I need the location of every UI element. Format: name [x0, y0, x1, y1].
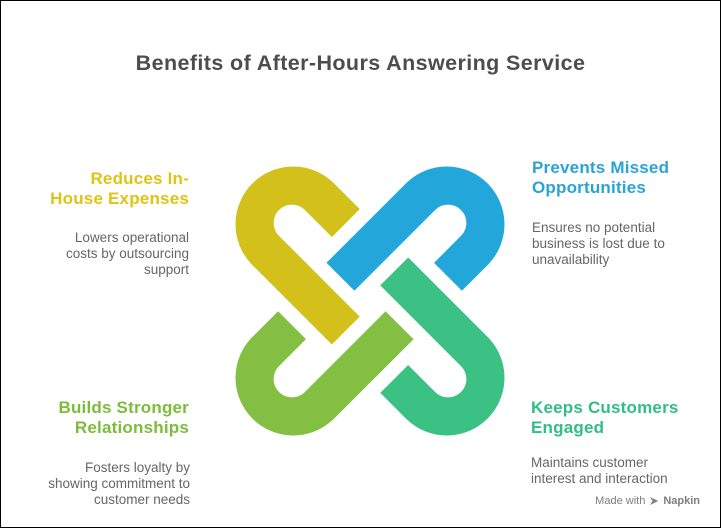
benefit-top-left-description-block: Lowers operational costs by outsourcing … — [66, 194, 189, 314]
benefit-heading-builds-relationships: Builds Stronger Relationships — [58, 398, 189, 437]
made-with-napkin-badge[interactable]: Made with Napkin — [595, 495, 700, 507]
benefit-heading-prevents-missed: Prevents Missed Opportunities — [532, 158, 670, 197]
benefit-bottom-left-description-block: Fosters loyalty by showing commitment to… — [48, 424, 190, 527]
knot-loop-bottom-left — [233, 308, 417, 438]
knot-loop-top-left — [233, 164, 363, 348]
benefit-bottom-left-heading-block: Builds Stronger Relationships — [58, 362, 189, 474]
benefit-bottom-right-description-block: Maintains customer interest and interact… — [531, 419, 668, 523]
benefit-top-right-description-block: Ensures no potential business is lost du… — [532, 184, 665, 304]
knot-loops-group — [233, 164, 507, 438]
benefit-description-prevents-missed: Ensures no potential business is lost du… — [532, 220, 665, 267]
badge-prefix-label: Made with — [595, 495, 646, 507]
benefit-heading-reduces-expenses: Reduces In- House Expenses — [50, 169, 189, 208]
benefit-bottom-right-heading-block: Keeps Customers Engaged — [531, 362, 679, 474]
knot-diagram — [233, 164, 507, 438]
benefit-top-left-heading-block: Reduces In- House Expenses — [50, 133, 189, 245]
benefit-description-builds-relationships: Fosters loyalty by showing commitment to… — [48, 460, 190, 507]
benefit-description-reduces-expenses: Lowers operational costs by outsourcing … — [65, 230, 189, 277]
knot-loop-bottom-right — [377, 254, 507, 438]
badge-brand-label: Napkin — [663, 495, 700, 507]
benefit-heading-keeps-engaged: Keeps Customers Engaged — [531, 398, 679, 437]
benefit-description-keeps-engaged: Maintains customer interest and interact… — [531, 455, 668, 486]
napkin-logo-icon — [649, 496, 659, 506]
knot-loop-top-right — [323, 164, 507, 294]
page-title: Benefits of After-Hours Answering Servic… — [135, 51, 586, 75]
benefit-top-right-heading-block: Prevents Missed Opportunities — [532, 122, 669, 234]
